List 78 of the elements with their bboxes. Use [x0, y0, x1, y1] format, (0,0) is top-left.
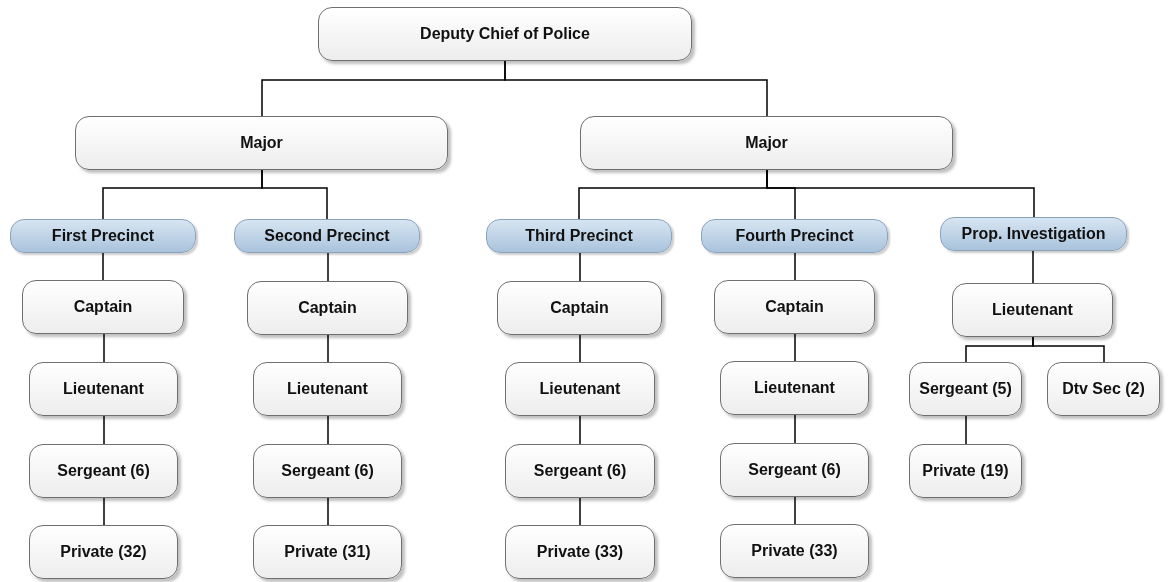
rank-box: [580, 116, 953, 170]
connector-line: [579, 334, 581, 363]
connector-line: [965, 415, 967, 445]
rank-box: [952, 283, 1113, 337]
rank-title: Sergeant (5): [919, 380, 1012, 398]
rank-title: Lieutenant: [63, 380, 144, 398]
rank-title: Lieutenant: [287, 380, 368, 398]
rank-title: Deputy Chief of Police: [420, 25, 590, 43]
connector-line: [504, 60, 768, 117]
unit-label-box: [234, 219, 420, 253]
rank-title: Sergeant (6): [281, 462, 374, 480]
rank-title: Sergeant (6): [533, 462, 627, 480]
rank-box: [505, 525, 655, 579]
connector-line: [103, 497, 105, 526]
connector-line: [766, 169, 1035, 218]
connector-line: [327, 252, 329, 282]
unit-name: Prop. Investigation: [961, 225, 1106, 243]
rank-title: Captain: [298, 299, 357, 317]
rank-box: [253, 444, 402, 498]
connector-line: [102, 252, 104, 281]
rank-title: Lieutenant: [539, 380, 621, 398]
rank-box: [714, 280, 875, 334]
connector-line: [579, 415, 581, 445]
rank-title: Lieutenant: [754, 379, 835, 397]
rank-title: Dtv Sec (2): [1062, 380, 1145, 398]
rank-box: [29, 525, 178, 579]
rank-box: [720, 443, 869, 497]
rank-box: [505, 444, 655, 498]
rank-title: Captain: [765, 298, 824, 316]
rank-box: [247, 281, 408, 335]
connector-line: [579, 252, 581, 282]
rank-box: [318, 7, 692, 61]
rank-title: Lieutenant: [992, 301, 1073, 319]
unit-name: First Precinct: [51, 227, 155, 245]
connector-line: [794, 252, 796, 281]
connector-line: [1032, 250, 1034, 284]
rank-box: [909, 362, 1022, 416]
rank-title: Major: [745, 134, 788, 152]
rank-title: Private (31): [284, 543, 371, 561]
connector-line: [261, 169, 328, 220]
connector-line: [327, 497, 329, 526]
connector-line: [103, 333, 105, 363]
rank-title: Sergeant (6): [748, 461, 841, 479]
rank-box: [505, 362, 655, 416]
connector-line: [794, 496, 796, 525]
connector-line: [327, 415, 329, 445]
rank-title: Captain: [73, 298, 133, 316]
unit-label-box: [701, 219, 888, 253]
unit-name: Second Precinct: [264, 227, 390, 245]
rank-title: Private (19): [922, 462, 1009, 480]
rank-box: [720, 524, 869, 578]
connector-line: [794, 333, 796, 362]
unit-label-box: [486, 219, 672, 253]
connector-line: [794, 414, 796, 444]
rank-box: [29, 444, 178, 498]
rank-box: [75, 116, 448, 170]
rank-box: [253, 525, 402, 579]
rank-box: [22, 280, 184, 334]
rank-title: Sergeant (6): [57, 462, 150, 480]
rank-title: Captain: [550, 299, 609, 317]
unit-name: Fourth Precinct: [735, 227, 854, 245]
unit-label-box: [10, 219, 196, 253]
unit-name: Third Precinct: [525, 227, 633, 245]
connector-line: [1032, 336, 1105, 363]
rank-title: Private (32): [60, 543, 147, 561]
rank-box: [29, 362, 178, 416]
connector-line: [579, 497, 581, 526]
rank-title: Private (33): [751, 542, 838, 560]
rank-title: Major: [240, 134, 283, 152]
rank-box: [253, 362, 402, 416]
rank-box: [909, 444, 1022, 498]
connector-line: [103, 415, 105, 445]
rank-box: [720, 361, 869, 415]
rank-box: [497, 281, 662, 335]
rank-title: Private (33): [536, 543, 624, 561]
connector-line: [327, 334, 329, 363]
rank-box: [1047, 362, 1160, 416]
unit-label-box: [940, 217, 1127, 251]
